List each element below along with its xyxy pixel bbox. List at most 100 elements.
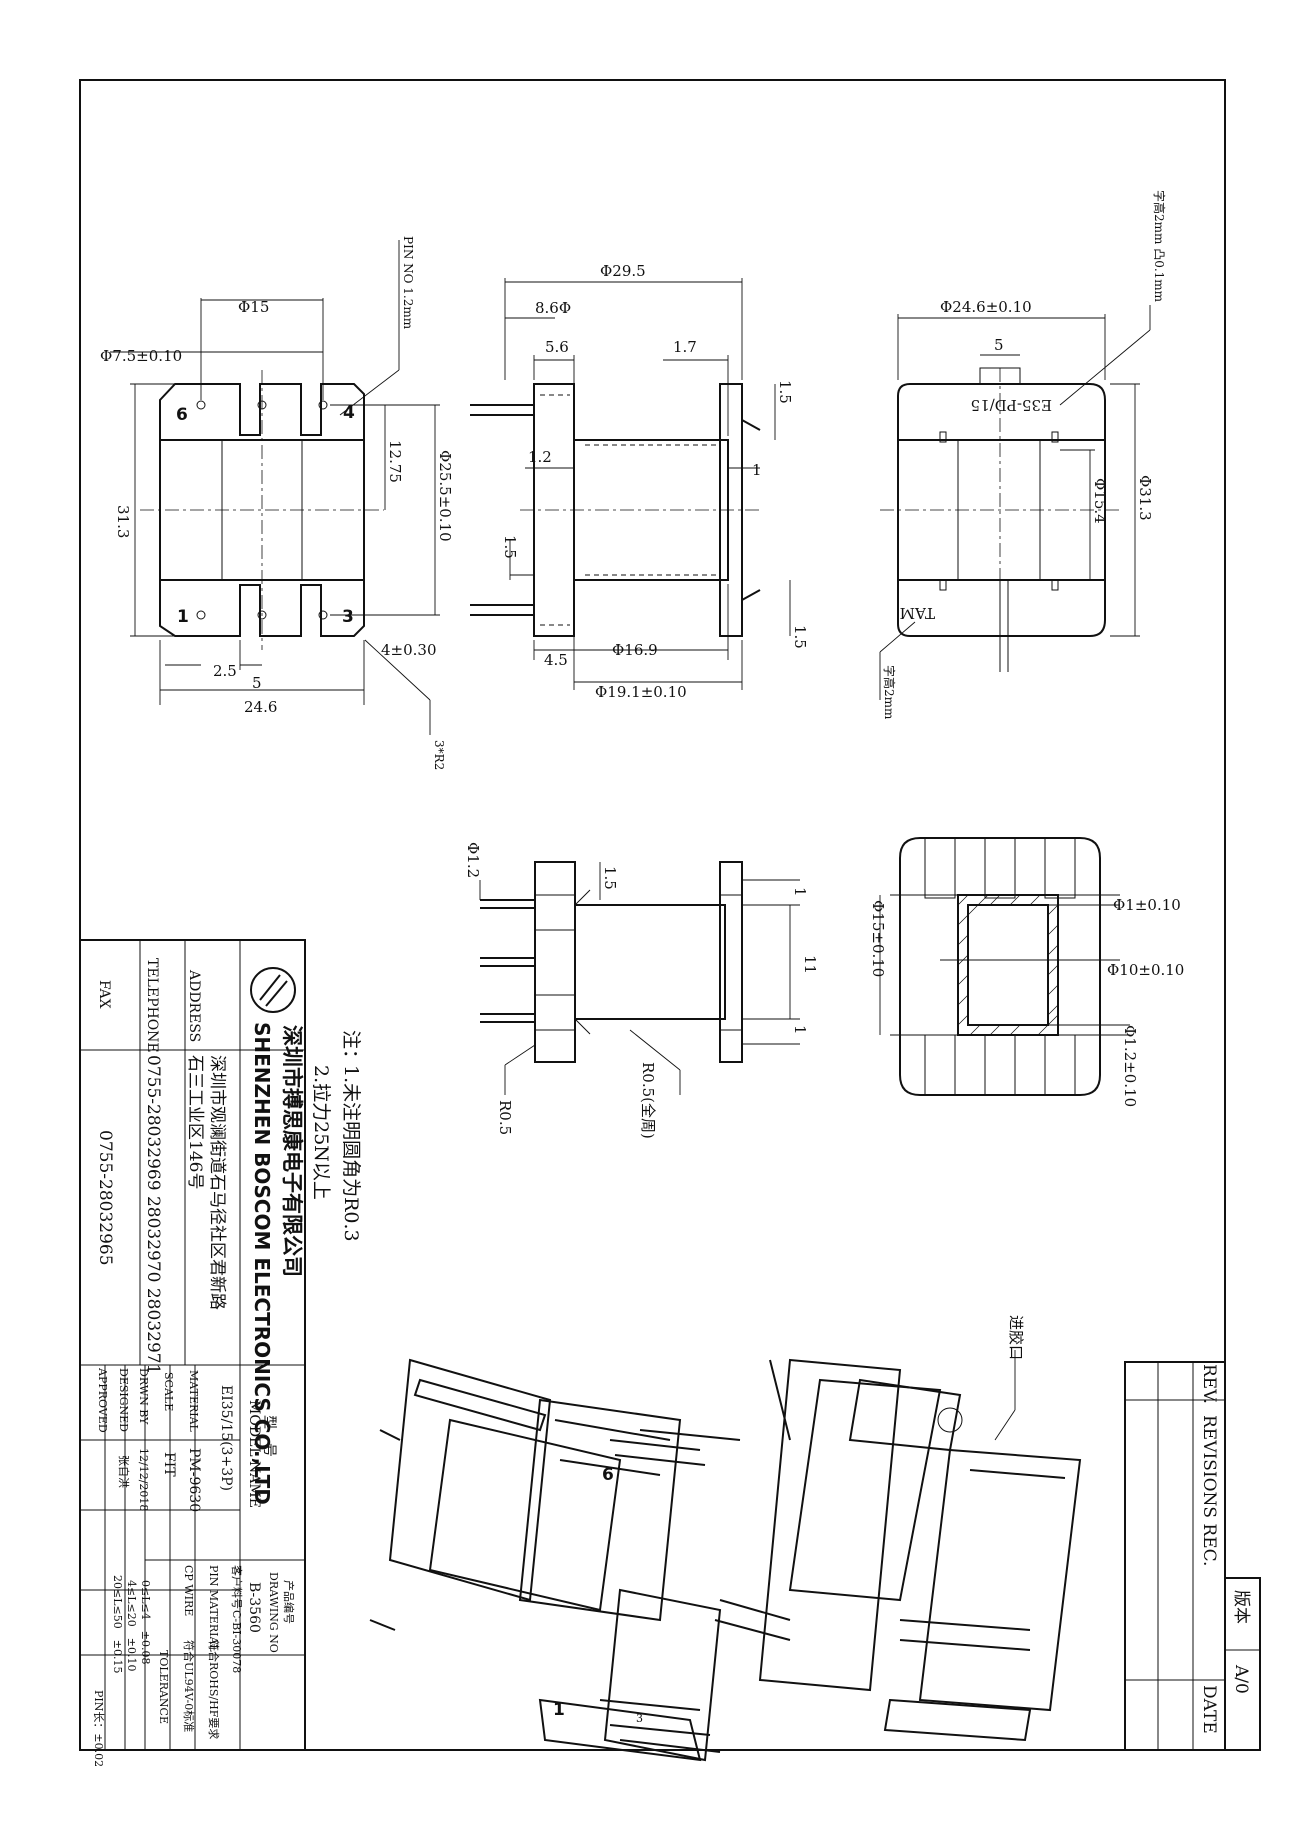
telephone-label: TELEPHONE: [144, 958, 160, 1053]
pin-label-1: 1: [177, 607, 189, 627]
dim-d5b: 5: [994, 336, 1004, 354]
company-block: [79, 939, 306, 1751]
section-view: [479, 861, 800, 1095]
dim-d24-6b: Φ24.6±0.10: [940, 298, 1032, 316]
dim-d31-3b: Φ31.3: [1136, 475, 1154, 521]
gate-label: 进胶口: [1007, 1315, 1025, 1360]
isometric-left: [369, 1358, 741, 1762]
tolerance-row-3: 20≤L≤50 ±0.15: [111, 1575, 124, 1673]
dim-d15-10: Φ15±0.10: [869, 900, 887, 977]
dim-r0-5-all: R0.5(全周): [639, 1062, 657, 1139]
dim-d25-5: Φ25.5±0.10: [436, 450, 454, 542]
approved-label: APPROVED: [96, 1367, 109, 1433]
dim-d8-6: 8.6Φ: [535, 299, 571, 317]
char-height-note-2: 字高2mm: [882, 665, 897, 720]
dim-d1-2-10: Φ1.2±0.10: [1121, 1025, 1139, 1107]
company-name-cn: 深圳市搏思康电子有限公司: [280, 1025, 304, 1277]
dim-d2-5: 2.5: [213, 662, 237, 680]
dim-d7-5: Φ7.5±0.10: [100, 347, 182, 365]
dim-d15: Φ15: [238, 298, 269, 316]
iso-pin-label-1: 1: [553, 1700, 565, 1720]
version-value: A/0: [1231, 1664, 1251, 1694]
revisions-rec-label: REVISIONS REC.: [1199, 1415, 1219, 1566]
dim-d12-75: 12.75: [386, 440, 404, 483]
side-view: [470, 278, 791, 690]
pin-label-3: 3: [342, 607, 354, 627]
dim-d4-30: 4±0.30: [381, 641, 437, 659]
fax-value: 0755-28032965: [95, 1130, 115, 1266]
tolerance-row-2: 4≤L≤20 ±0.10: [125, 1580, 138, 1671]
dim-d1-5b: 1.5: [501, 535, 519, 559]
pin-label-6: 6: [176, 405, 188, 425]
drawing-no-value: B-3560: [246, 1582, 262, 1633]
iso-pin-label-6: 6: [602, 1465, 614, 1485]
dim-d15-4: Φ15.4: [1091, 478, 1109, 524]
version-label: 版本: [1231, 1590, 1251, 1624]
note-line-1: 1.未注明圆角为R0.3: [340, 1065, 362, 1242]
dim-d1-5c: 1.5: [791, 625, 809, 649]
date-label: DATE: [1199, 1685, 1219, 1734]
end-view: [879, 837, 1130, 1096]
revisions-block: [1124, 1361, 1261, 1751]
dim-d4-5: 4.5: [544, 651, 568, 669]
note-prefix: 注：: [340, 1030, 362, 1068]
model-value: EI35/15(3+3P): [218, 1385, 234, 1491]
material-label: MATERIAL: [187, 1370, 200, 1433]
dim-d19-1: Φ19.1±0.10: [595, 683, 687, 701]
pin-material-value: 符合ROHS/HF要求: [207, 1640, 221, 1739]
scale-label: SCALE: [162, 1372, 175, 1411]
note-line-2: 2.拉力25N以上: [310, 1065, 332, 1200]
dim-d1-5a: 1.5: [776, 380, 794, 404]
fax-label: FAX: [96, 980, 112, 1009]
rev-label: REV.: [1199, 1364, 1219, 1404]
telephone-value: 0755-28032969 28032970 28032971: [143, 1055, 163, 1374]
scale-value: FIT: [161, 1452, 177, 1477]
cp-wire-label: CP WIRE: [182, 1565, 195, 1616]
dim-d1b: 1: [791, 887, 809, 897]
mark-bottom: TAM: [900, 604, 935, 622]
drawing-no-label-cn: 产品编号: [282, 1580, 296, 1624]
customer-no-value: C-BI-30078: [230, 1610, 243, 1673]
dim-d1-2: 1.2: [528, 448, 552, 466]
customer-no-label: 客户料号: [230, 1565, 244, 1609]
tolerance-row-1: 0≤L≤4 ±0.08: [139, 1580, 152, 1664]
tolerance-label: TOLERANCE: [157, 1650, 170, 1724]
char-height-note-1: 字高2mm 凸0.1mm: [1152, 190, 1167, 303]
dim-d5: 5: [252, 674, 262, 692]
dim-d1-10: Φ1±0.10: [1113, 896, 1181, 914]
dim-d16-9: Φ16.9: [612, 641, 658, 659]
dim-r2: 3*R2: [432, 740, 446, 770]
dim-d5-6: 5.6: [545, 338, 569, 356]
dim-d1-2b: Φ1.2: [464, 842, 482, 878]
cp-wire-value: 符合UL94V-0标准: [182, 1640, 196, 1732]
designed-label: DESIGNED: [117, 1368, 130, 1432]
dim-d1a: 1: [752, 461, 762, 479]
dim-d29-5: Φ29.5: [600, 262, 646, 280]
dim-d10-10: Φ10±0.10: [1107, 961, 1184, 979]
tolerance-pin: PIN长：±0.02: [92, 1690, 105, 1767]
address-line-2: 石三工业区146号: [185, 1055, 205, 1189]
pin-label-4: 4: [343, 403, 355, 423]
address-label: ADDRESS: [186, 969, 202, 1042]
model-label-en: MODEL NAME: [246, 1400, 262, 1508]
dim-d1-7: 1.7: [673, 338, 697, 356]
model-label-cn: 型 号: [261, 1415, 277, 1457]
notes: 注： 1.未注明圆角为R0.3 2.拉力25N以上: [310, 1030, 362, 1242]
pin-material-label: PIN MATERIAL: [207, 1565, 220, 1652]
material-value: PM-9630: [186, 1448, 202, 1512]
bottom-view: [879, 305, 1151, 700]
iso-pin-label-3: 3: [636, 1712, 643, 1725]
mark-top: E35-PD/15: [971, 396, 1052, 414]
address-line-1: 深圳市观澜街道石马径社区君新路: [207, 1055, 227, 1310]
dim-d31-3: 31.3: [114, 505, 132, 538]
company-name-en: SHENZHEN BOSCOM ELECTRONICS CO.,LTD: [250, 1022, 274, 1505]
dim-d11: 11: [801, 955, 819, 974]
dim-d24-6: 24.6: [244, 698, 277, 716]
top-view: [110, 240, 440, 735]
drawing-no-label-en: DRAWING NO: [267, 1572, 280, 1653]
dim-r0-5: R0.5: [496, 1100, 514, 1135]
isometric-right: [714, 1350, 1082, 1742]
dim-d1-5d: 1.5: [601, 866, 619, 890]
dim-pin-no: PIN NO 1.2mm: [401, 236, 415, 330]
designed-value: 张自洪: [117, 1455, 131, 1488]
